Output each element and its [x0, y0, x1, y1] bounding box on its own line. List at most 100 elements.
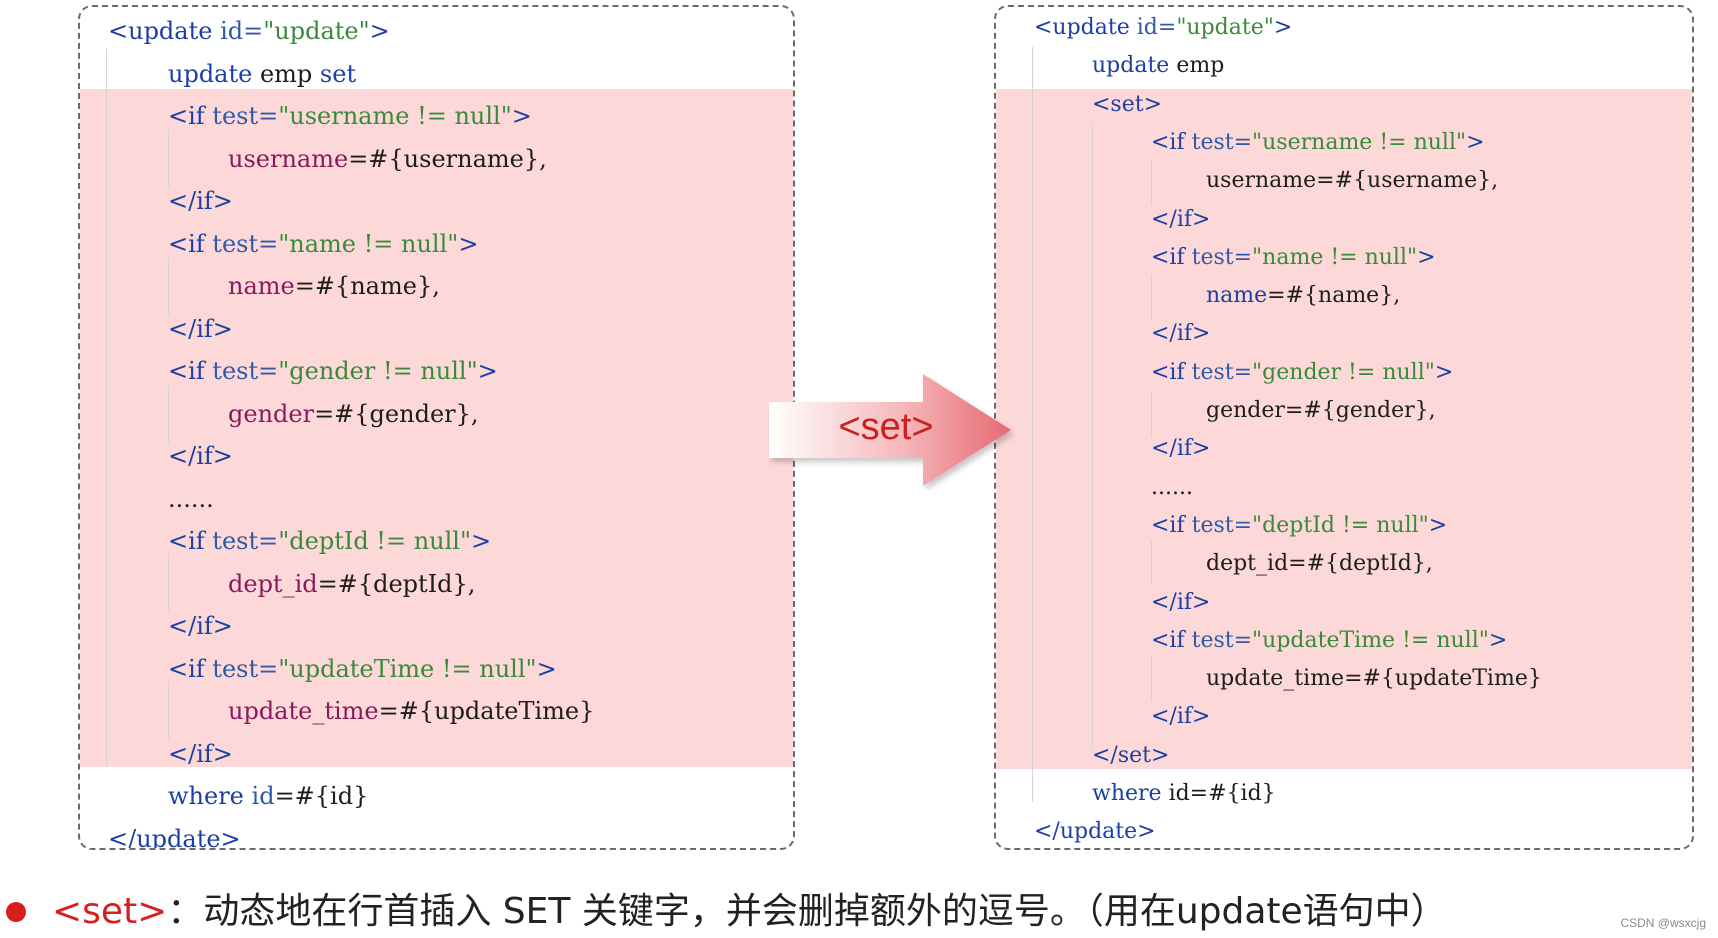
code-line: </update>: [1034, 821, 1156, 843]
code-token: =#{updateTime}: [378, 697, 595, 725]
code-token: dept_id: [228, 569, 318, 598]
code-token: "username != null": [278, 102, 512, 130]
code-token: test=: [212, 102, 279, 130]
code-line: username=#{username},: [1206, 170, 1498, 192]
code-token: </set>: [1092, 742, 1170, 768]
code-token: <if: [1151, 129, 1192, 155]
code-token: >: [511, 102, 532, 130]
code-token: >: [1434, 359, 1454, 385]
code-token: </if>: [168, 187, 233, 215]
code-token: username=#{username},: [1206, 168, 1499, 194]
code-token: <if: [1151, 359, 1192, 385]
code-line: </if>: [1151, 589, 1211, 615]
code-token: <if: [1151, 627, 1192, 653]
code-token: >: [458, 229, 479, 258]
code-token: >: [1417, 244, 1436, 270]
code-token: </if>: [1151, 704, 1211, 730]
indent-guide: [1092, 123, 1093, 750]
code-line: </if>: [168, 444, 233, 468]
indent-guide: [1151, 540, 1152, 586]
highlight-region: [80, 89, 793, 767]
code-token: ......: [1151, 474, 1193, 500]
code-token: set: [319, 59, 357, 88]
code-line: </set>: [1092, 742, 1170, 768]
code-line: where id=#{id}: [1092, 783, 1276, 805]
code-token: "username != null": [1252, 129, 1467, 155]
code-token: test=: [212, 357, 279, 385]
code-line: <if test="gender != null">: [1151, 359, 1454, 385]
code-token: "update": [1176, 15, 1274, 40]
code-token: "updateTime != null": [1252, 627, 1489, 653]
code-line: </if>: [168, 189, 233, 213]
code-token: =#{name},: [294, 272, 440, 300]
code-token: emp: [1176, 53, 1225, 79]
code-token: </if>: [168, 442, 233, 470]
indent-guide: [168, 129, 169, 187]
code-token: update_time: [228, 697, 379, 725]
indent-guide: [168, 385, 169, 443]
code-line: gender=#{gender},: [228, 402, 479, 426]
code-token: >: [1273, 15, 1293, 40]
code-token: </if>: [1151, 436, 1211, 462]
indent-guide: [168, 681, 169, 739]
code-line: gender=#{gender},: [1206, 400, 1436, 422]
indent-guide: [1151, 159, 1152, 205]
code-token: </update>: [108, 824, 241, 850]
code-line: where id=#{id}: [168, 784, 368, 808]
code-token: =#{deptId},: [317, 569, 476, 598]
code-token: emp: [259, 59, 320, 88]
code-token: test=: [1191, 244, 1253, 270]
code-token: name: [1206, 283, 1268, 309]
arrow-icon: [769, 374, 1011, 486]
code-token: "deptId != null": [278, 527, 471, 555]
code-line: <if test="updateTime != null">: [168, 657, 557, 681]
code-line: </update>: [108, 824, 241, 850]
code-line: <if test="username != null">: [1151, 129, 1485, 155]
code-token: >: [1488, 627, 1508, 653]
code-token: "deptId != null": [1252, 512, 1429, 538]
code-token: </if>: [1151, 589, 1211, 615]
code-token: ......: [168, 484, 214, 513]
code-token: <update: [1034, 15, 1137, 40]
code-token: <if: [168, 229, 213, 258]
code-token: test=: [212, 229, 279, 258]
code-token: >: [471, 527, 492, 555]
code-token: =#{username},: [348, 144, 547, 173]
code-token: >: [1428, 512, 1448, 538]
code-line: name=#{name},: [1206, 285, 1400, 307]
code-token: </if>: [168, 612, 233, 640]
code-token: test=: [1191, 129, 1253, 155]
code-line: </if>: [168, 317, 233, 341]
code-token: =#{id}: [274, 782, 369, 810]
code-token: </if>: [1151, 206, 1211, 232]
indent-guide: [1032, 47, 1033, 802]
code-token: </if>: [168, 314, 233, 343]
code-line: dept_id=#{deptId},: [1206, 553, 1433, 575]
code-token: name: [228, 272, 295, 300]
code-line: update emp: [1092, 55, 1224, 77]
code-token: </update>: [1034, 819, 1156, 845]
code-token: id=: [1136, 15, 1177, 40]
code-token: update: [1092, 53, 1177, 79]
code-token: gender: [228, 399, 315, 428]
code-line: </if>: [1151, 323, 1210, 345]
code-token: >: [369, 17, 390, 45]
code-line: update_time=#{updateTime}: [1206, 668, 1542, 690]
code-token: gender=#{gender},: [1206, 398, 1436, 423]
code-token: =#{gender},: [314, 399, 479, 428]
code-token: update: [168, 59, 260, 88]
original-sql-code-panel: <update id="update"> update emp set <if te…: [78, 5, 795, 850]
code-line: <update id="update">: [1034, 17, 1292, 39]
code-token: username: [228, 144, 349, 173]
code-line: username=#{username},: [228, 147, 547, 171]
indent-guide: [1151, 391, 1152, 437]
code-token: "updateTime != null": [278, 654, 537, 683]
code-token: update_time=#{updateTime}: [1206, 666, 1542, 692]
code-token: <if: [1151, 512, 1192, 538]
code-token: test=: [212, 654, 279, 683]
indent-guide: [168, 257, 169, 315]
code-token: <update: [108, 17, 221, 45]
code-token: </if>: [1151, 321, 1211, 347]
code-token: where: [1092, 781, 1169, 806]
code-line: <update id="update">: [108, 19, 390, 43]
